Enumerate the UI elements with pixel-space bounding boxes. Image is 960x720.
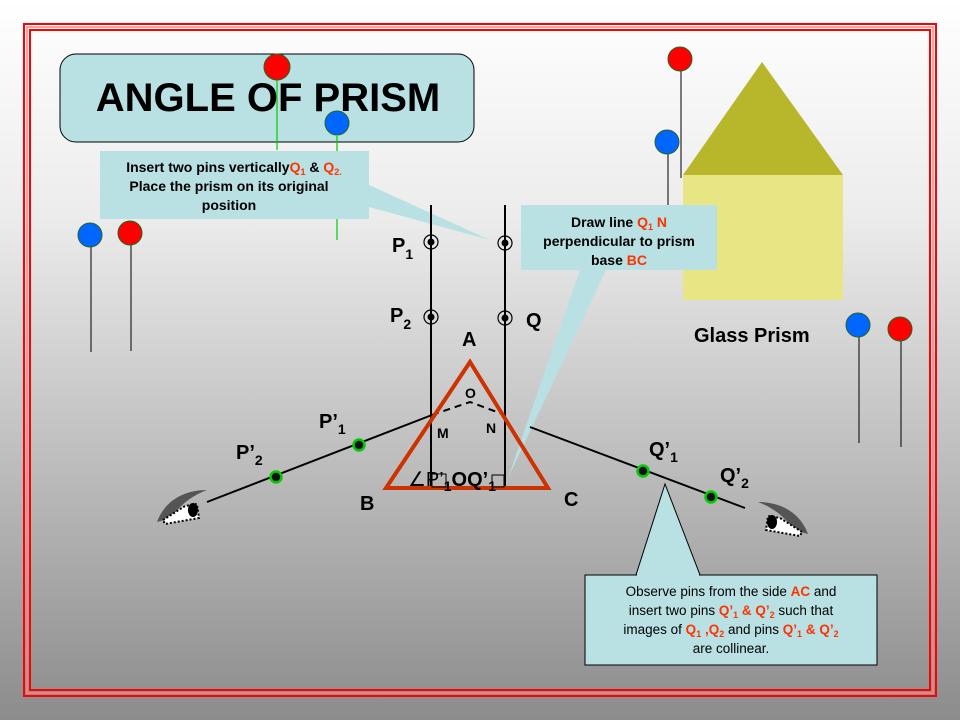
svg-text:position: position (202, 197, 256, 213)
normal-lines (430, 205, 506, 490)
label-n: N (486, 420, 496, 436)
callout-draw-line: Draw line Q1 N perpendicular to prism ba… (508, 205, 717, 478)
svg-text:Insert two pins verticallyQ1 &: Insert two pins verticallyQ1 & Q2. (126, 159, 342, 177)
pin-marks (423, 234, 513, 326)
green-pin-marks (269, 438, 718, 504)
svg-text:base BC: base BC (591, 252, 647, 268)
svg-text:images of Q1 ,Q2 and pins Q’1: images of Q1 ,Q2 and pins Q’1 & Q’2 (623, 622, 838, 639)
page-title: ANGLE OF PRISM (96, 76, 440, 120)
label-p2: P2 (390, 305, 411, 332)
eye-icon-right (758, 502, 808, 538)
label-p1: P1 (392, 235, 413, 262)
label-p-prime-1: P’1 (319, 411, 346, 437)
slide-border (23, 23, 937, 697)
svg-text:Place the prism on its origina: Place the prism on its original (129, 178, 328, 194)
svg-text:Observe pins from the side AC: Observe pins from the side AC and (626, 584, 837, 599)
label-q-prime-1: Q’1 (649, 439, 678, 465)
label-q-prime-2: Q’2 (720, 465, 749, 491)
prism-triangle (382, 358, 552, 490)
label-c: C (564, 489, 578, 511)
label-o: O (465, 385, 476, 401)
label-m: M (437, 425, 449, 441)
label-p-prime-2: P’2 (236, 442, 263, 468)
label-a: A (462, 329, 476, 351)
label-b: B (360, 493, 374, 515)
eye-icon-left (157, 490, 207, 526)
dashed-normals (431, 400, 506, 416)
svg-text:are collinear.: are collinear. (693, 641, 770, 656)
title-box: ANGLE OF PRISM (59, 53, 475, 143)
svg-text:insert two pins Q’1 & Q’2 such: insert two pins Q’1 & Q’2 such that (629, 603, 834, 620)
svg-text:Draw line Q1 N: Draw line Q1 N (571, 214, 667, 232)
svg-text:∠P’1OQ’1: ∠P’1OQ’1 (408, 469, 496, 494)
glass-prism-label: Glass Prism (694, 325, 810, 347)
callout-insert-pins: Insert two pins verticallyQ1 & Q2. Place… (100, 151, 490, 240)
label-q: Q (526, 310, 542, 332)
angle-label: ∠P’1OQ’1 (408, 469, 505, 494)
callout-observe: Observe pins from the side AC and insert… (584, 482, 878, 666)
pin-icons (77, 46, 913, 447)
svg-text:perpendicular to prism: perpendicular to prism (543, 233, 695, 249)
